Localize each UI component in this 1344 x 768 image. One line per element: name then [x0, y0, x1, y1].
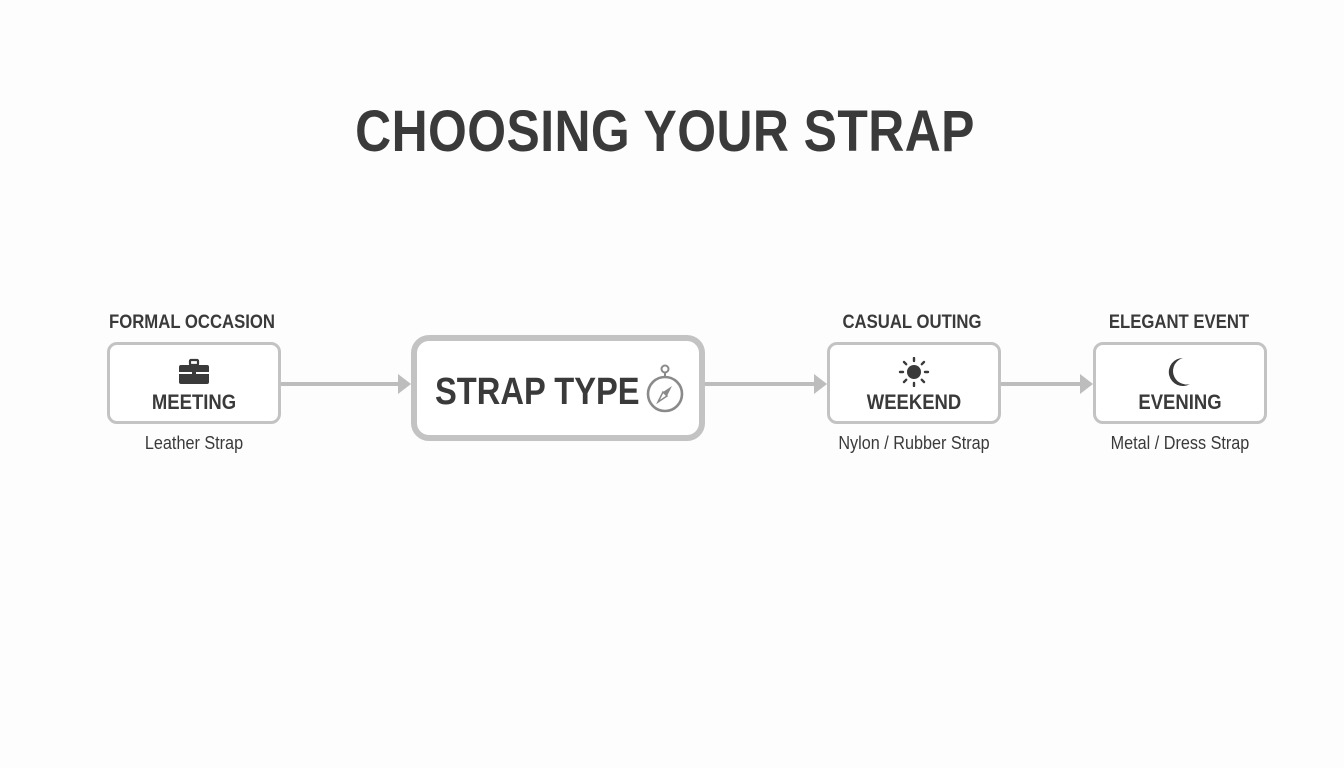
- node-name-meeting: MEETING: [151, 391, 237, 414]
- node-meeting: MEETING: [107, 342, 281, 424]
- node-name-weekend: WEEKEND: [866, 391, 962, 414]
- node-strap-type: STRAP TYPE: [411, 335, 705, 441]
- node-evening: EVENING: [1093, 342, 1267, 424]
- diagram-title: CHOOSING YOUR STRAP: [355, 99, 975, 164]
- strap-label-metal-dress: Metal / Dress Strap: [1110, 433, 1250, 453]
- moon-icon: [1168, 357, 1190, 386]
- occasion-label-elegant: ELEGANT EVENT: [1108, 312, 1250, 333]
- arrow-weekend-to-evening: [1001, 374, 1093, 394]
- compass-icon: [646, 364, 684, 413]
- strap-label-leather: Leather Strap: [144, 433, 244, 453]
- briefcase-icon: [179, 358, 209, 384]
- arrow-meeting-to-strap-type: [281, 374, 411, 394]
- occasion-label-formal: FORMAL OCCASION: [109, 312, 275, 333]
- occasion-label-casual: CASUAL OUTING: [842, 312, 982, 333]
- arrow-strap-type-to-weekend: [705, 374, 827, 394]
- node-weekend: WEEKEND: [827, 342, 1001, 424]
- center-label: STRAP TYPE: [435, 371, 640, 413]
- strap-label-nylon-rubber: Nylon / Rubber Strap: [838, 433, 990, 453]
- sun-icon: [898, 357, 930, 387]
- node-name-evening: EVENING: [1138, 391, 1222, 414]
